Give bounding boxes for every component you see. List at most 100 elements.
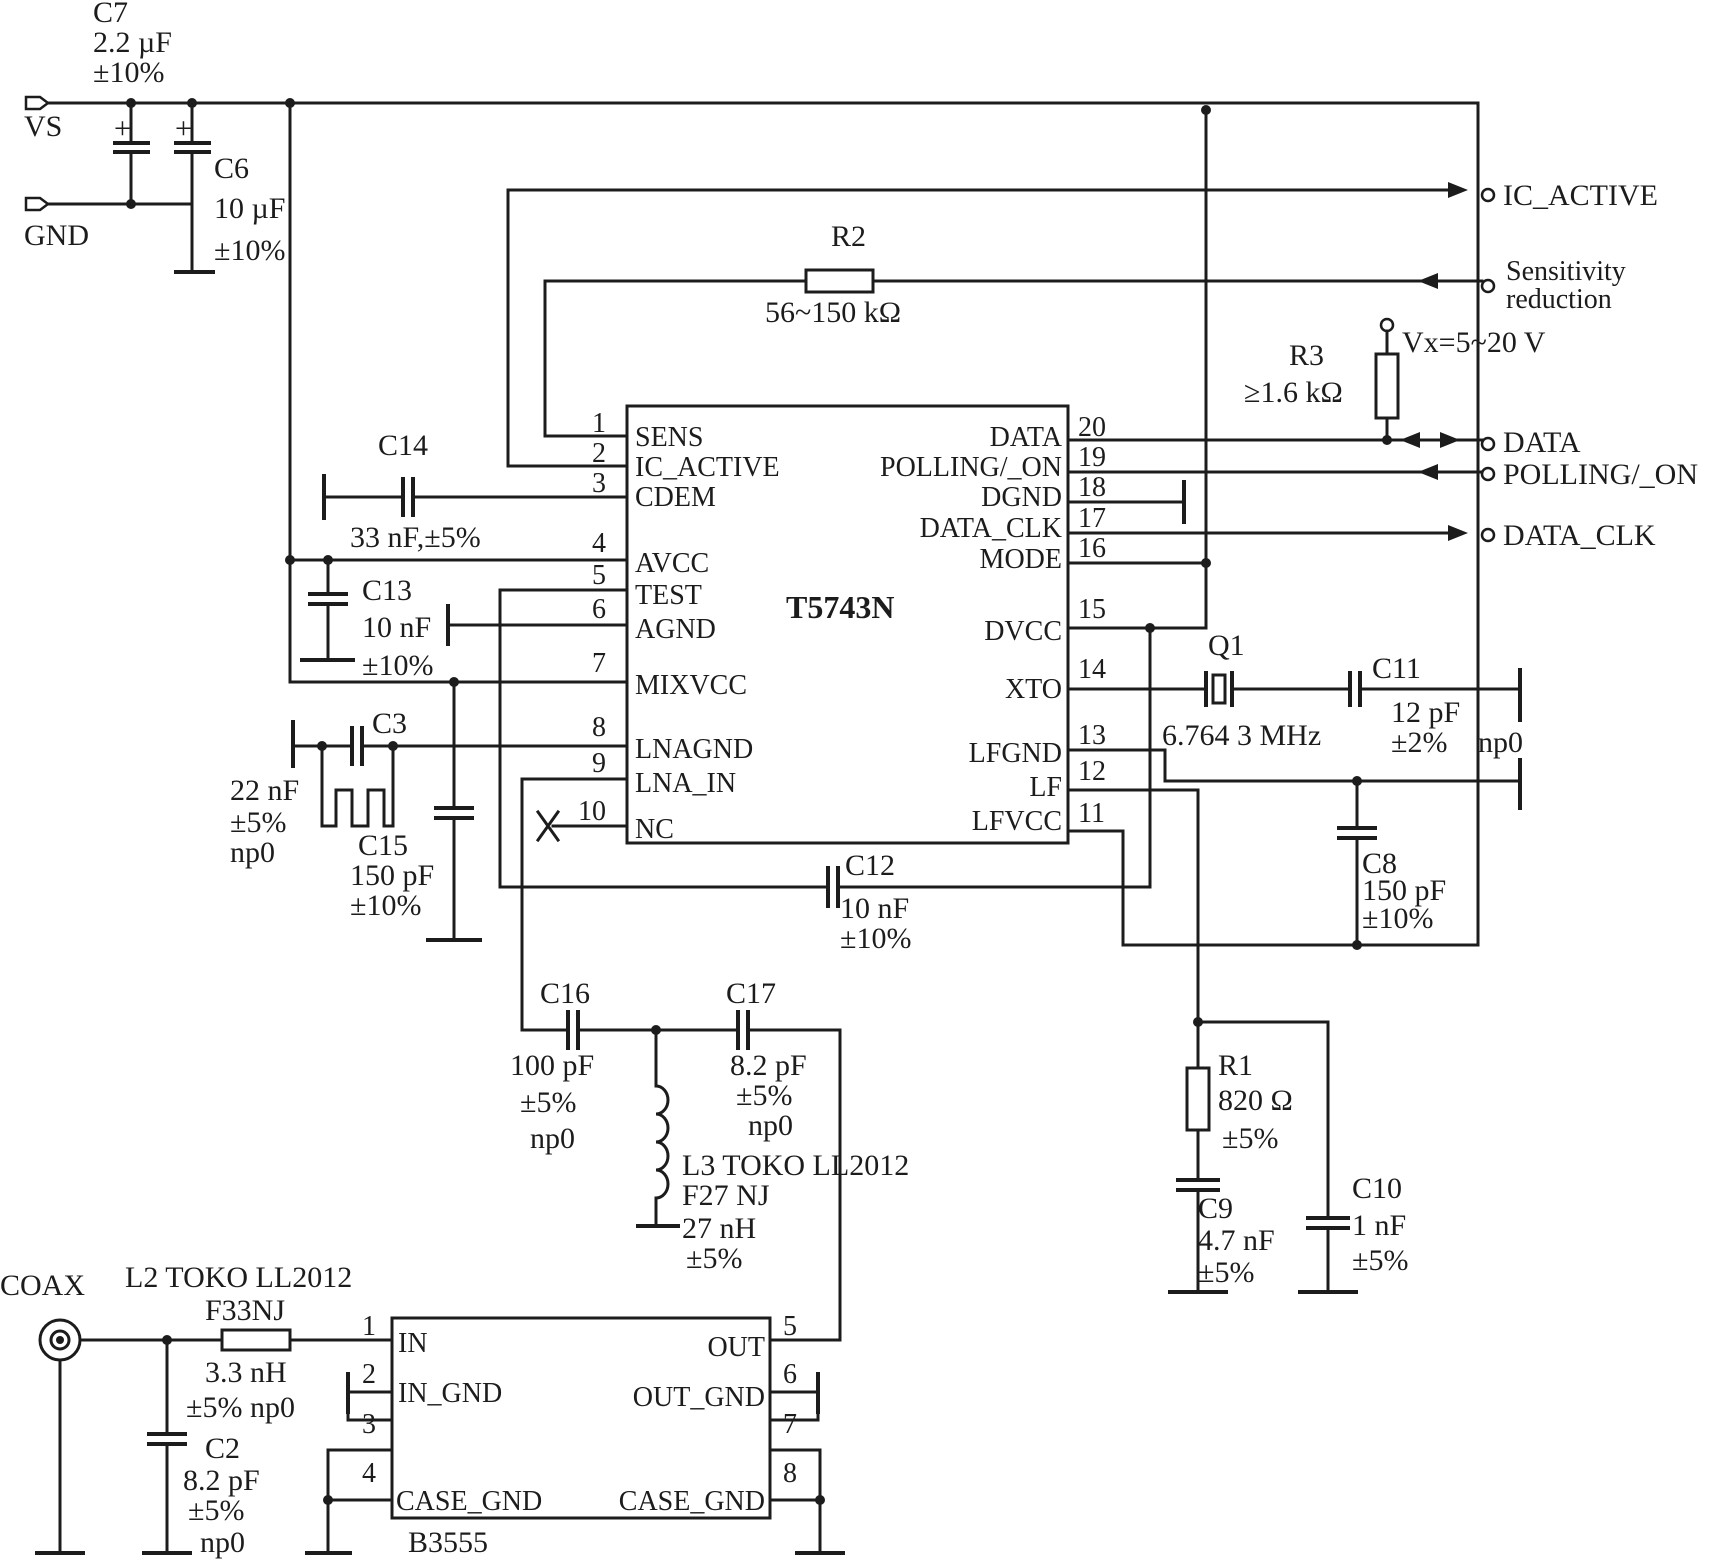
l2-value: 3.3 nH [205, 1356, 287, 1389]
r2-resistor [804, 268, 875, 294]
c17-value: 8.2 pF [730, 1049, 807, 1082]
ic-pin-3-label: CDEM [635, 482, 716, 513]
c3-np0: np0 [230, 836, 275, 869]
ic-pin-17-num: 17 [1078, 503, 1106, 534]
c16-np0: np0 [530, 1122, 575, 1155]
ic-pin-17-label: DATA_CLK [920, 513, 1062, 544]
c16-tol: ±5% [520, 1086, 576, 1119]
ic-pin-15-label: DVCC [984, 616, 1062, 647]
c9-tol: ±5% [1198, 1256, 1254, 1289]
gnd-label: GND [24, 219, 89, 252]
c7-value: 2.2 µF [93, 26, 172, 59]
polling-terminal [1480, 466, 1496, 482]
c8-capacitor [1337, 826, 1377, 840]
l3-value: 27 nH [682, 1212, 756, 1245]
r1-value: 820 Ω [1218, 1084, 1293, 1117]
c6-name: C6 [214, 152, 249, 185]
c8-value: 150 pF [1362, 874, 1446, 907]
ic-pin-16-num: 16 [1078, 533, 1106, 564]
r3-name: R3 [1289, 339, 1324, 372]
r3-resistor [1374, 352, 1400, 420]
filter-pin-2-label: IN_GND [398, 1378, 502, 1409]
ic-pin-12-num: 12 [1078, 756, 1106, 787]
r1-tol: ±5% [1222, 1122, 1278, 1155]
l3-line2: F27 NJ [682, 1179, 770, 1212]
ic-pin-20-label: DATA [990, 422, 1063, 453]
data-clk-label: DATA_CLK [1503, 519, 1656, 552]
polling-label: POLLING/_ON [1503, 458, 1698, 491]
vx-label: Vx=5~20 V [1402, 326, 1546, 359]
c10-tol: ±5% [1352, 1244, 1408, 1277]
data-terminal [1480, 436, 1496, 452]
filter-name: B3555 [408, 1526, 488, 1559]
c9-capacitor [1176, 1178, 1220, 1192]
c14-value: 33 nF,±5% [350, 521, 481, 554]
ic-pin-7-num: 7 [592, 648, 606, 679]
c6-value: 10 µF [214, 192, 285, 225]
c16-name: C16 [540, 977, 590, 1010]
ic-pin-1-num: 1 [592, 408, 606, 439]
r2-name: R2 [831, 220, 866, 253]
c15-capacitor [434, 806, 474, 820]
c2-tol: ±5% [188, 1494, 244, 1527]
c14-name: C14 [378, 429, 428, 462]
test-c12-wire [498, 588, 1152, 889]
ic-active-label: IC_ACTIVE [1503, 179, 1658, 212]
c3-name: C3 [372, 707, 407, 740]
ic-pin-19-num: 19 [1078, 442, 1106, 473]
c13-name: C13 [362, 574, 412, 607]
c17-name: C17 [726, 977, 776, 1010]
ic-pin-16-label: MODE [980, 544, 1062, 575]
filter-pin-5-label: OUT [707, 1332, 765, 1363]
c15-value: 150 pF [350, 859, 434, 892]
sensitivity-label-2: reduction [1506, 284, 1612, 315]
ic-pin-8-label: LNAGND [635, 734, 753, 765]
r2-value: 56~150 kΩ [765, 296, 901, 329]
q1-name: Q1 [1208, 629, 1245, 662]
c2-capacitor [147, 1432, 187, 1446]
c10-capacitor [1306, 1216, 1350, 1230]
c3-c15-group: C3 22 nF ±5% np0 C15 150 pF ±10% [230, 677, 629, 942]
l2-tol: ±5% np0 [186, 1391, 295, 1424]
ic-pin-11-num: 11 [1078, 798, 1105, 829]
avcc-feed: C13 10 nF ±10% [285, 98, 629, 684]
svg-text:+: + [175, 112, 192, 145]
c3-capacitor [350, 726, 364, 766]
c17-tol: ±5% [736, 1079, 792, 1112]
c10-value: 1 nF [1352, 1209, 1406, 1242]
vs-label: VS [24, 110, 62, 143]
c14-group: C14 33 nF,±5% [322, 429, 629, 554]
c17-np0: np0 [748, 1109, 793, 1142]
c7-tol: ±10% [93, 56, 164, 89]
c12-value: 10 nF [840, 892, 909, 925]
ic-pin-1-label: SENS [635, 422, 703, 453]
filter-pin-5-num: 5 [783, 1311, 797, 1342]
c15-tol: ±10% [350, 889, 421, 922]
dvcc-mode [1066, 105, 1211, 630]
c2-name: C2 [205, 1432, 240, 1465]
pcb-inductor [334, 788, 386, 828]
c12-capacitor [826, 866, 840, 908]
filter-pin-4-label: CASE_GND [396, 1486, 542, 1517]
coax-input: COAX L2 TOKO LL2012 F33NJ 3.3 nH ±5% np0… [0, 1261, 394, 1559]
filter-pin-8-label: CASE_GND [619, 1486, 765, 1517]
vx-terminal [1379, 317, 1395, 333]
saw-filter: B3555 1 IN 2 IN_GND 3 4 CASE_GND 5 OUT 6… [305, 1311, 845, 1559]
c13-capacitor [308, 592, 348, 606]
sensitivity-terminal [1480, 278, 1496, 294]
ic-t5743n: T5743N 1 SENS 2 IC_ACTIVE 3 CDEM 4 AVCC … [578, 404, 1106, 845]
ic-pin-11-label: LFVCC [972, 806, 1062, 837]
b3555-box [390, 1316, 772, 1520]
c9-name: C9 [1198, 1192, 1233, 1225]
ic-pin-14-num: 14 [1078, 654, 1106, 685]
data-clk-terminal [1480, 527, 1496, 543]
control-lines: IC_ACTIVE R2 56~150 kΩ Sensitivity reduc… [506, 179, 1658, 468]
l3-line1: L3 TOKO LL2012 [682, 1149, 909, 1182]
l2-inductor [220, 1328, 292, 1352]
coax-label: COAX [0, 1269, 85, 1302]
ic-pin-9-label: LNA_IN [635, 768, 736, 799]
ic-pin-10-label: NC [635, 814, 674, 845]
lf-section: C8 150 pF ±10% R1 820 Ω ±5% C9 4.7 nF ±5… [1066, 748, 1522, 1294]
gnd-terminal [24, 196, 51, 212]
ic-pin-19-label: POLLING/_ON [880, 452, 1062, 483]
